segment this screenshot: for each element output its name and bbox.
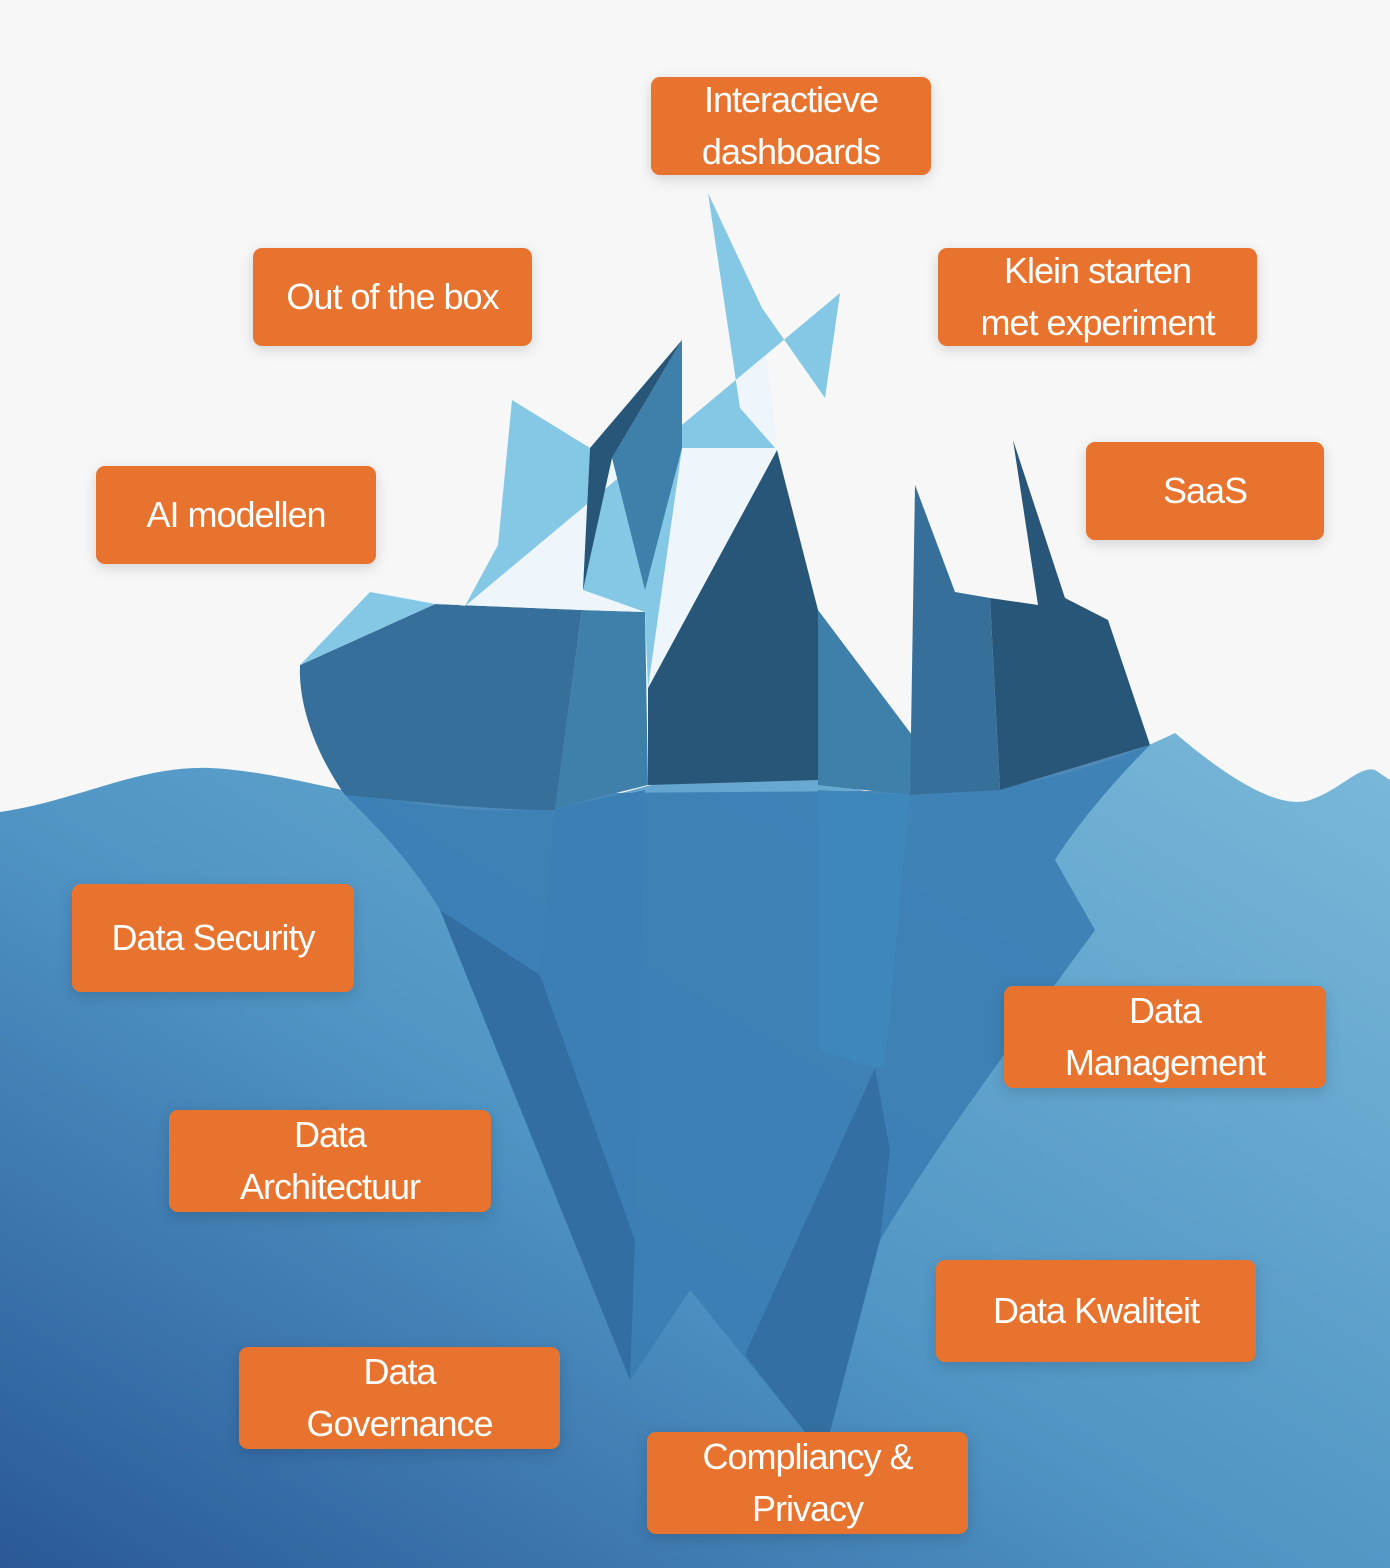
label-line: met experiment — [980, 302, 1215, 343]
iceberg-underwater-facet — [818, 790, 910, 1068]
label-line: Data — [363, 1351, 436, 1392]
iceberg-top-facet — [612, 340, 682, 590]
iceberg-face — [910, 485, 1000, 795]
label-data-management: Data Management — [1004, 986, 1326, 1088]
label-saas: SaaS — [1086, 442, 1324, 540]
label-data-security: Data Security — [72, 884, 354, 992]
label-line: Data Kwaliteit — [992, 1290, 1200, 1331]
label-line: Data — [1128, 990, 1202, 1031]
label-line: Data — [293, 1114, 367, 1155]
label-line: Compliancy & — [702, 1436, 913, 1477]
label-line: Out of the box — [286, 276, 499, 317]
iceberg-face — [818, 610, 912, 795]
label-line: Klein starten — [1003, 250, 1192, 291]
iceberg-underwater-shade — [745, 1068, 890, 1432]
iceberg-underwater-facet — [540, 790, 645, 1240]
iceberg-underwater-shade — [440, 910, 635, 1380]
label-line: Data Security — [111, 917, 315, 958]
label-line: Interactieve — [703, 79, 879, 120]
label-klein-starten: Klein starten met experiment — [938, 248, 1257, 346]
iceberg-face-dark — [990, 440, 1150, 790]
label-line: AI modellen — [146, 494, 326, 535]
iceberg-top-facet — [583, 340, 682, 590]
label-line: Privacy — [751, 1488, 864, 1529]
iceberg-top-light — [465, 193, 840, 688]
label-line: SaaS — [1162, 470, 1248, 511]
iceberg-face-left — [299, 604, 582, 810]
label-line: Management — [1064, 1042, 1266, 1083]
label-data-governance: Data Governance — [239, 1347, 560, 1449]
iceberg-top-light — [300, 592, 435, 665]
label-data-architectuur: Data Architectuur — [169, 1110, 491, 1212]
label-data-kwaliteit: Data Kwaliteit — [936, 1260, 1256, 1362]
iceberg-face — [555, 610, 648, 808]
iceberg-face-dark — [648, 450, 818, 785]
label-line: Architectuur — [239, 1166, 421, 1207]
label-line: Governance — [306, 1403, 493, 1444]
label-interactieve-dashboards: Interactieve dashboards — [651, 77, 931, 175]
label-line: dashboards — [701, 131, 881, 172]
label-ai-modellen: AI modellen — [96, 466, 376, 564]
label-out-of-the-box: Out of the box — [253, 248, 532, 346]
label-compliancy-privacy: Compliancy & Privacy — [647, 1432, 968, 1534]
